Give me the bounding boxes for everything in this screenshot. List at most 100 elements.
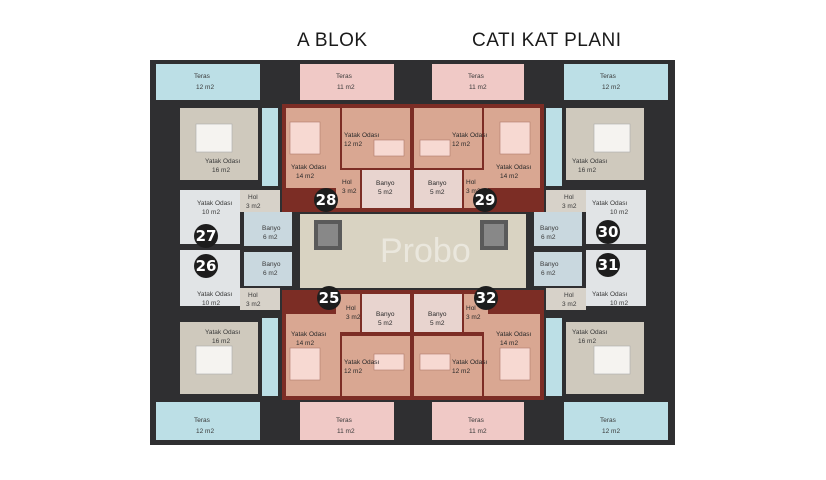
bedroom-label: Yatak Odası bbox=[452, 132, 487, 139]
hall-left-lower bbox=[240, 288, 280, 310]
bath-area: 5 m2 bbox=[378, 320, 393, 327]
bath-area: 6 m2 bbox=[541, 234, 556, 241]
bath-label: Banyo bbox=[428, 311, 447, 318]
bedroom-area: 10 m2 bbox=[610, 300, 628, 307]
bath-top-left bbox=[362, 170, 410, 208]
hall-area: 3 m2 bbox=[342, 188, 357, 195]
bedroom-area: 10 m2 bbox=[202, 300, 220, 307]
hall-label: Hol bbox=[564, 292, 574, 299]
hall-right-lower bbox=[546, 288, 586, 310]
bed-icon bbox=[419, 139, 451, 157]
unit-badge-27: 27 bbox=[194, 224, 218, 248]
bedroom-area: 14 m2 bbox=[296, 340, 314, 347]
bed-icon bbox=[289, 347, 321, 381]
bedroom-label: Yatak Odası bbox=[344, 359, 379, 366]
bedroom-area: 16 m2 bbox=[212, 338, 230, 345]
bedroom-label: Yatak Odası bbox=[496, 331, 531, 338]
unit-number: 30 bbox=[598, 223, 619, 241]
bath-label: Banyo bbox=[376, 311, 395, 318]
bed-icon bbox=[593, 123, 631, 153]
bed-icon bbox=[499, 347, 531, 381]
block-title: A BLOK bbox=[297, 30, 368, 51]
bedroom-label: Yatak Odası bbox=[197, 291, 232, 298]
teras-label: Teras bbox=[600, 417, 617, 424]
bedroom-label: Yatak Odası bbox=[291, 164, 326, 171]
bath-bottom-right bbox=[414, 294, 462, 332]
teras-area: 11 m2 bbox=[469, 428, 487, 435]
corridor-left-top bbox=[262, 108, 278, 186]
hall-area: 3 m2 bbox=[246, 203, 261, 210]
corridor-left-bottom bbox=[262, 318, 278, 396]
bedroom-area: 10 m2 bbox=[610, 209, 628, 216]
bedroom-area: 10 m2 bbox=[202, 209, 220, 216]
bath-left-lower bbox=[244, 252, 292, 286]
unit-number: 26 bbox=[196, 257, 217, 275]
unit-number: 25 bbox=[319, 289, 340, 307]
bedroom-label: Yatak Odası bbox=[197, 200, 232, 207]
bedroom-label: Yatak Odası bbox=[205, 329, 240, 336]
bed-icon bbox=[373, 353, 405, 371]
unit-badge-32: 32 bbox=[474, 286, 498, 310]
hall-area: 3 m2 bbox=[562, 301, 577, 308]
unit-number: 31 bbox=[598, 256, 619, 274]
hall-label: Hol bbox=[466, 179, 476, 186]
hall-label: Hol bbox=[466, 305, 476, 312]
bath-area: 5 m2 bbox=[430, 189, 445, 196]
terrace-bottom-left bbox=[156, 402, 260, 440]
bath-label: Banyo bbox=[262, 225, 281, 232]
corridor-right-top bbox=[546, 108, 562, 186]
bedroom-area: 12 m2 bbox=[344, 141, 362, 148]
bath-label: Banyo bbox=[540, 225, 559, 232]
teras-label: Teras bbox=[468, 417, 485, 424]
bedroom-label: Yatak Odası bbox=[452, 359, 487, 366]
bath-area: 5 m2 bbox=[378, 189, 393, 196]
bedroom-label: Yatak Odası bbox=[205, 158, 240, 165]
terrace-top-center-right bbox=[432, 64, 524, 100]
teras-label: Teras bbox=[194, 73, 211, 80]
teras-area: 11 m2 bbox=[337, 84, 355, 91]
bed-icon bbox=[593, 345, 631, 375]
bedroom-area: 14 m2 bbox=[500, 173, 518, 180]
bath-area: 6 m2 bbox=[263, 270, 278, 277]
bedroom-label: Yatak Odası bbox=[291, 331, 326, 338]
hall-label: Hol bbox=[346, 305, 356, 312]
terrace-bottom-center-right bbox=[432, 402, 524, 440]
unit-number: 27 bbox=[196, 227, 217, 245]
teras-label: Teras bbox=[336, 73, 353, 80]
unit-number: 29 bbox=[475, 191, 496, 209]
hall-area: 3 m2 bbox=[246, 301, 261, 308]
hall-area: 3 m2 bbox=[346, 314, 361, 321]
bath-label: Banyo bbox=[376, 180, 395, 187]
bedroom-12-top-left bbox=[342, 108, 410, 168]
bed-icon bbox=[419, 353, 451, 371]
terrace-top-left bbox=[156, 64, 260, 100]
bath-label: Banyo bbox=[540, 261, 559, 268]
stairs-right bbox=[484, 224, 504, 246]
bath-top-right bbox=[414, 170, 462, 208]
unit-number: 32 bbox=[476, 289, 497, 307]
hall-label: Hol bbox=[342, 179, 352, 186]
bath-label: Banyo bbox=[262, 261, 281, 268]
unit-badge-29: 29 bbox=[473, 188, 497, 212]
teras-area: 11 m2 bbox=[469, 84, 487, 91]
hall-top-left bbox=[336, 170, 360, 208]
teras-label: Teras bbox=[600, 73, 617, 80]
teras-label: Teras bbox=[468, 73, 485, 80]
bedroom-label: Yatak Odası bbox=[496, 164, 531, 171]
terrace-bottom-right bbox=[564, 402, 668, 440]
bath-bottom-left bbox=[362, 294, 410, 332]
bedroom-area: 12 m2 bbox=[452, 141, 470, 148]
teras-area: 11 m2 bbox=[337, 428, 355, 435]
bedroom-area: 12 m2 bbox=[452, 368, 470, 375]
teras-label: Teras bbox=[336, 417, 353, 424]
hall-label: Hol bbox=[564, 194, 574, 201]
corridor-right-bottom bbox=[546, 318, 562, 396]
bedroom-12-top-right bbox=[414, 108, 482, 168]
bath-label: Banyo bbox=[428, 180, 447, 187]
terrace-top-right bbox=[564, 64, 668, 100]
bath-area: 5 m2 bbox=[430, 320, 445, 327]
bed-icon bbox=[373, 139, 405, 157]
terrace-bottom-center-left bbox=[300, 402, 394, 440]
teras-label: Teras bbox=[194, 417, 211, 424]
